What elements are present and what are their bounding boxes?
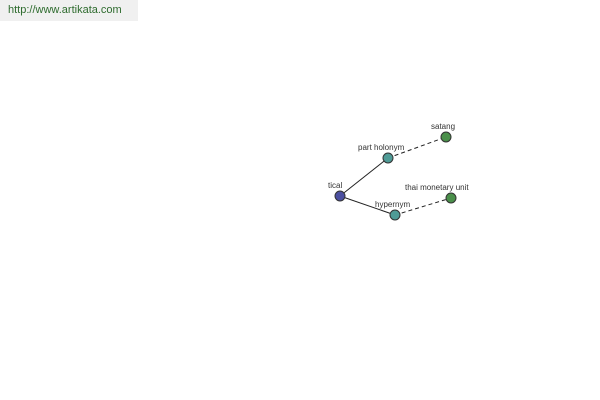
edge-relation1-term1 (387, 136, 447, 159)
edge-root-relation2 (339, 195, 396, 216)
node-root[interactable] (334, 190, 346, 202)
node-term1[interactable] (440, 131, 452, 143)
node-term2[interactable] (445, 192, 457, 204)
node-relation2[interactable] (389, 209, 401, 221)
site-url-link[interactable]: http://www.artikata.com (0, 0, 138, 21)
label-relation2: hypernym (375, 200, 410, 209)
edge-root-relation1 (339, 157, 389, 197)
label-term2: thai monetary unit (405, 183, 469, 192)
label-term1: satang (431, 122, 455, 131)
label-root: tical (328, 181, 342, 190)
label-relation1: part holonym (358, 143, 405, 152)
node-relation1[interactable] (382, 152, 394, 164)
edge-relation2-term2 (394, 197, 452, 216)
